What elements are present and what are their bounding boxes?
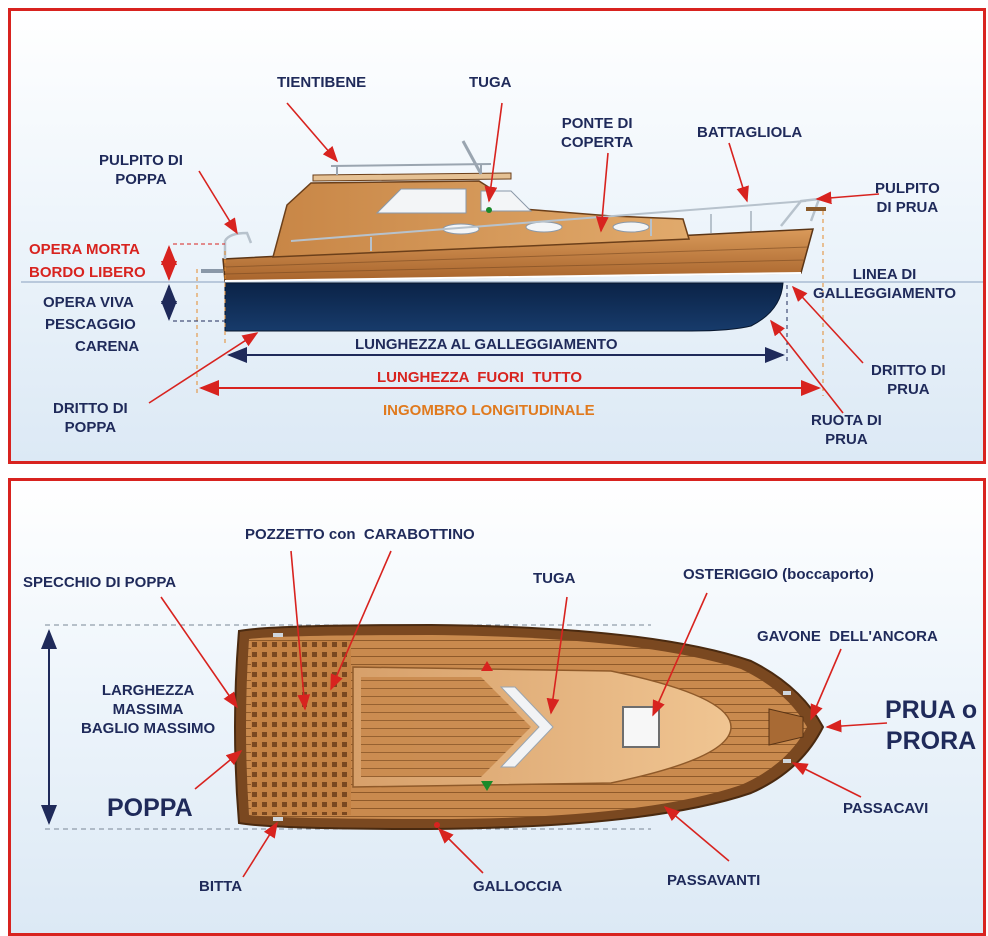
label-galloccia: GALLOCCIA — [473, 877, 562, 896]
label-bitta: BITTA — [199, 877, 242, 896]
label-lunghezza-al-galleggiamento: LUNGHEZZA AL GALLEGGIAMENTO — [355, 335, 618, 354]
label-tuga-top: TUGA — [533, 569, 576, 588]
label-opera-morta: OPERA MORTA — [29, 240, 140, 259]
label-ingombro-longitudinale: INGOMBRO LONGITUDINALE — [383, 401, 595, 420]
side-view-panel: TIENTIBENE TUGA PONTE DI COPERTA BATTAGL… — [8, 8, 986, 464]
label-ponte-di-coperta: PONTE DI COPERTA — [561, 114, 633, 152]
porthole — [526, 222, 562, 232]
porthole — [613, 222, 649, 232]
label-larghezza: LARGHEZZA MASSIMA BAGLIO MASSIMO — [81, 681, 215, 738]
label-pulpito-di-prua: PULPITO DI PRUA — [875, 179, 940, 217]
label-passacavi: PASSACAVI — [843, 799, 928, 818]
label-tuga-side: TUGA — [469, 73, 512, 92]
label-dritto-di-poppa: DRITTO DI POPPA — [53, 399, 128, 437]
label-lunghezza-fuori-tutto: LUNGHEZZA FUORI TUTTO — [377, 368, 582, 387]
stern-pulpit — [225, 233, 251, 259]
label-ruota-di-prua: RUOTA DI PRUA — [811, 411, 882, 449]
label-osteriggio: OSTERIGGIO (boccaporto) — [683, 565, 874, 584]
label-bordo-libero: BORDO LIBERO — [29, 263, 146, 282]
label-carena: CARENA — [75, 337, 139, 356]
label-gavone: GAVONE DELL'ANCORA — [757, 627, 938, 646]
top-view-panel: POZZETTO con CARABOTTINO SPECCHIO DI POP… — [8, 478, 986, 936]
label-dritto-di-prua: DRITTO DI PRUA — [871, 361, 946, 399]
label-tientibene: TIENTIBENE — [277, 73, 366, 92]
label-linea-di-galleggiamento: LINEA DI GALLEGGIAMENTO — [813, 265, 956, 303]
label-poppa: POPPA — [107, 793, 193, 824]
label-pescaggio: PESCAGGIO — [45, 315, 136, 334]
label-prua: PRUA o PRORA — [885, 695, 977, 757]
label-opera-viva: OPERA VIVA — [43, 293, 134, 312]
label-battagliola: BATTAGLIOLA — [697, 123, 802, 142]
label-passavanti: PASSAVANTI — [667, 871, 760, 890]
label-pulpito-di-poppa: PULPITO DI POPPA — [99, 151, 183, 189]
label-specchio-di-poppa: SPECCHIO DI POPPA — [23, 573, 176, 592]
label-pozzetto: POZZETTO con CARABOTTINO — [245, 525, 475, 544]
underwater-hull — [225, 283, 783, 331]
